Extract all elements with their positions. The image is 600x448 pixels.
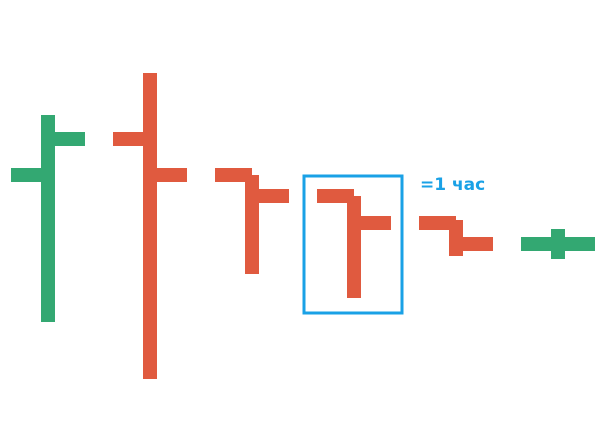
ohlc-bar-open-tick	[419, 216, 456, 230]
ohlc-bar-range	[143, 73, 157, 379]
annotation-label: =1 час	[420, 175, 485, 195]
ohlc-bar-close-tick	[150, 168, 187, 182]
ohlc-bar-open-tick	[215, 168, 252, 182]
ohlc-bar-close-tick	[48, 132, 85, 146]
ohlc-bar-range	[347, 196, 361, 298]
ohlc-bar-range	[41, 115, 55, 322]
ohlc-bar-close-tick	[354, 216, 391, 230]
ohlc-bar-close-tick	[456, 237, 493, 251]
ohlc-bar-open-tick	[113, 132, 150, 146]
ohlc-bar-open-tick	[11, 168, 48, 182]
ohlc-bar-open-tick	[317, 189, 354, 203]
ohlc-bar-open-tick	[521, 237, 558, 251]
ohlc-bar-close-tick	[252, 189, 289, 203]
highlight-box	[302, 174, 404, 315]
bars-layer	[11, 73, 595, 379]
ohlc-bar-close-tick	[558, 237, 595, 251]
